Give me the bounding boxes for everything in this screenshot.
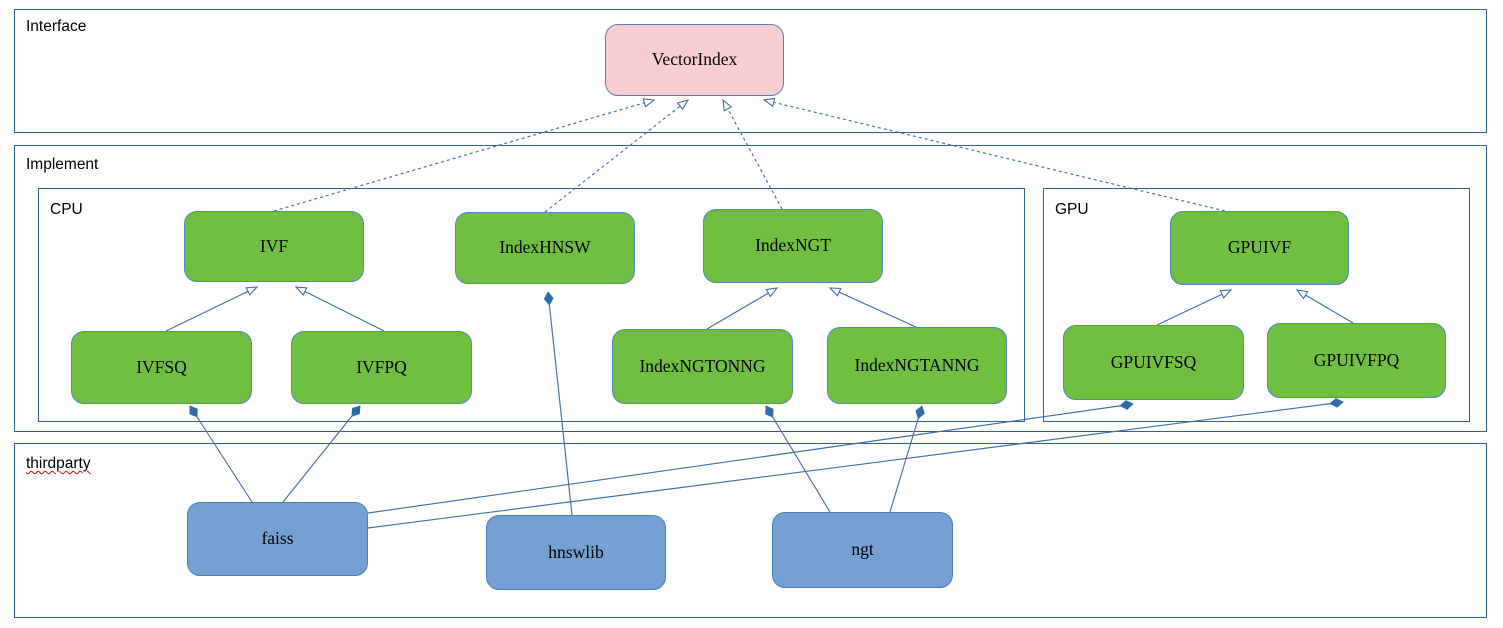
node-label-faiss: faiss	[261, 528, 294, 549]
node-ivfpq[interactable]: IVFPQ	[291, 331, 472, 404]
edge-ngt-to-indexngtonng	[765, 405, 831, 513]
edge-ivf-to-vectorindex	[273, 98, 656, 212]
edge-faiss-to-gpuivfpq	[367, 397, 1344, 529]
node-ivf[interactable]: IVF	[184, 211, 364, 282]
node-label-gpuivfpq: GPUIVFPQ	[1313, 349, 1400, 370]
edges-composition	[189, 291, 1344, 529]
node-label-vectorindex: VectorIndex	[651, 49, 738, 70]
node-gpuivf[interactable]: GPUIVF	[1170, 211, 1349, 285]
container-label-implement: Implement	[26, 156, 99, 173]
node-label-hnswlib: hnswlib	[548, 541, 604, 562]
edge-ivfpq-to-ivf	[294, 286, 385, 332]
node-vectorindex[interactable]: VectorIndex	[605, 24, 784, 96]
node-label-gpuivf: GPUIVF	[1227, 237, 1292, 258]
edge-gpuivfsq-to-gpuivf	[1156, 289, 1233, 326]
node-label-indexhnsw: IndexHNSW	[499, 237, 591, 258]
edge-faiss-to-ivfpq	[282, 405, 361, 503]
edge-indexhnsw-to-vectorindex	[544, 99, 690, 213]
node-label-ivfsq: IVFSQ	[136, 356, 187, 377]
node-indexngtonng[interactable]: IndexNGTONNG	[612, 329, 793, 404]
node-label-ivfpq: IVFPQ	[356, 356, 407, 377]
node-ivfsq[interactable]: IVFSQ	[71, 331, 252, 404]
node-faiss[interactable]: faiss	[187, 502, 368, 576]
edge-faiss-to-gpuivfsq	[367, 400, 1134, 514]
node-indexngtanng[interactable]: IndexNGTANNG	[827, 327, 1007, 404]
node-ngt[interactable]: ngt	[772, 512, 953, 588]
node-indexhnsw[interactable]: IndexHNSW	[455, 212, 635, 284]
edge-ngt-to-indexngtanng	[889, 405, 925, 513]
container-gpu[interactable]	[1043, 188, 1470, 422]
node-label-indexngtonng: IndexNGTONNG	[639, 355, 766, 376]
edges-inheritance	[165, 286, 1354, 332]
container-interface[interactable]	[14, 9, 1487, 133]
node-label-ivf: IVF	[259, 235, 289, 256]
container-label-thirdparty: thirdparty	[26, 455, 91, 472]
edge-ivfsq-to-ivf	[165, 286, 259, 332]
container-label-cpu: CPU	[50, 201, 83, 218]
edge-gpuivfpq-to-gpuivf	[1295, 289, 1354, 324]
edge-faiss-to-ivfsq	[189, 405, 253, 503]
edge-gpuivf-to-vectorindex	[762, 97, 1226, 212]
container-implement[interactable]	[14, 145, 1487, 432]
container-label-gpu: GPU	[1055, 201, 1089, 218]
node-gpuivfpq[interactable]: GPUIVFPQ	[1267, 323, 1446, 398]
node-label-indexngt: IndexNGT	[755, 235, 831, 256]
edge-hnswlib-to-indexhnsw	[543, 291, 573, 516]
node-hnswlib[interactable]: hnswlib	[486, 515, 666, 590]
node-gpuivfsq[interactable]: GPUIVFSQ	[1063, 325, 1244, 400]
edge-indexngtanng-to-indexngt	[828, 287, 917, 328]
edge-indexngt-to-vectorindex	[722, 98, 783, 210]
node-label-gpuivfsq: GPUIVFSQ	[1110, 351, 1197, 372]
container-cpu[interactable]	[38, 188, 1025, 422]
edge-indexngtonng-to-indexngt	[706, 287, 779, 330]
node-label-indexngtanng: IndexNGTANNG	[854, 354, 980, 375]
container-thirdparty[interactable]	[14, 443, 1487, 618]
container-label-interface: Interface	[26, 18, 87, 35]
node-label-ngt: ngt	[851, 539, 874, 560]
edges-realization	[273, 97, 1226, 213]
node-indexngt[interactable]: IndexNGT	[703, 209, 883, 283]
